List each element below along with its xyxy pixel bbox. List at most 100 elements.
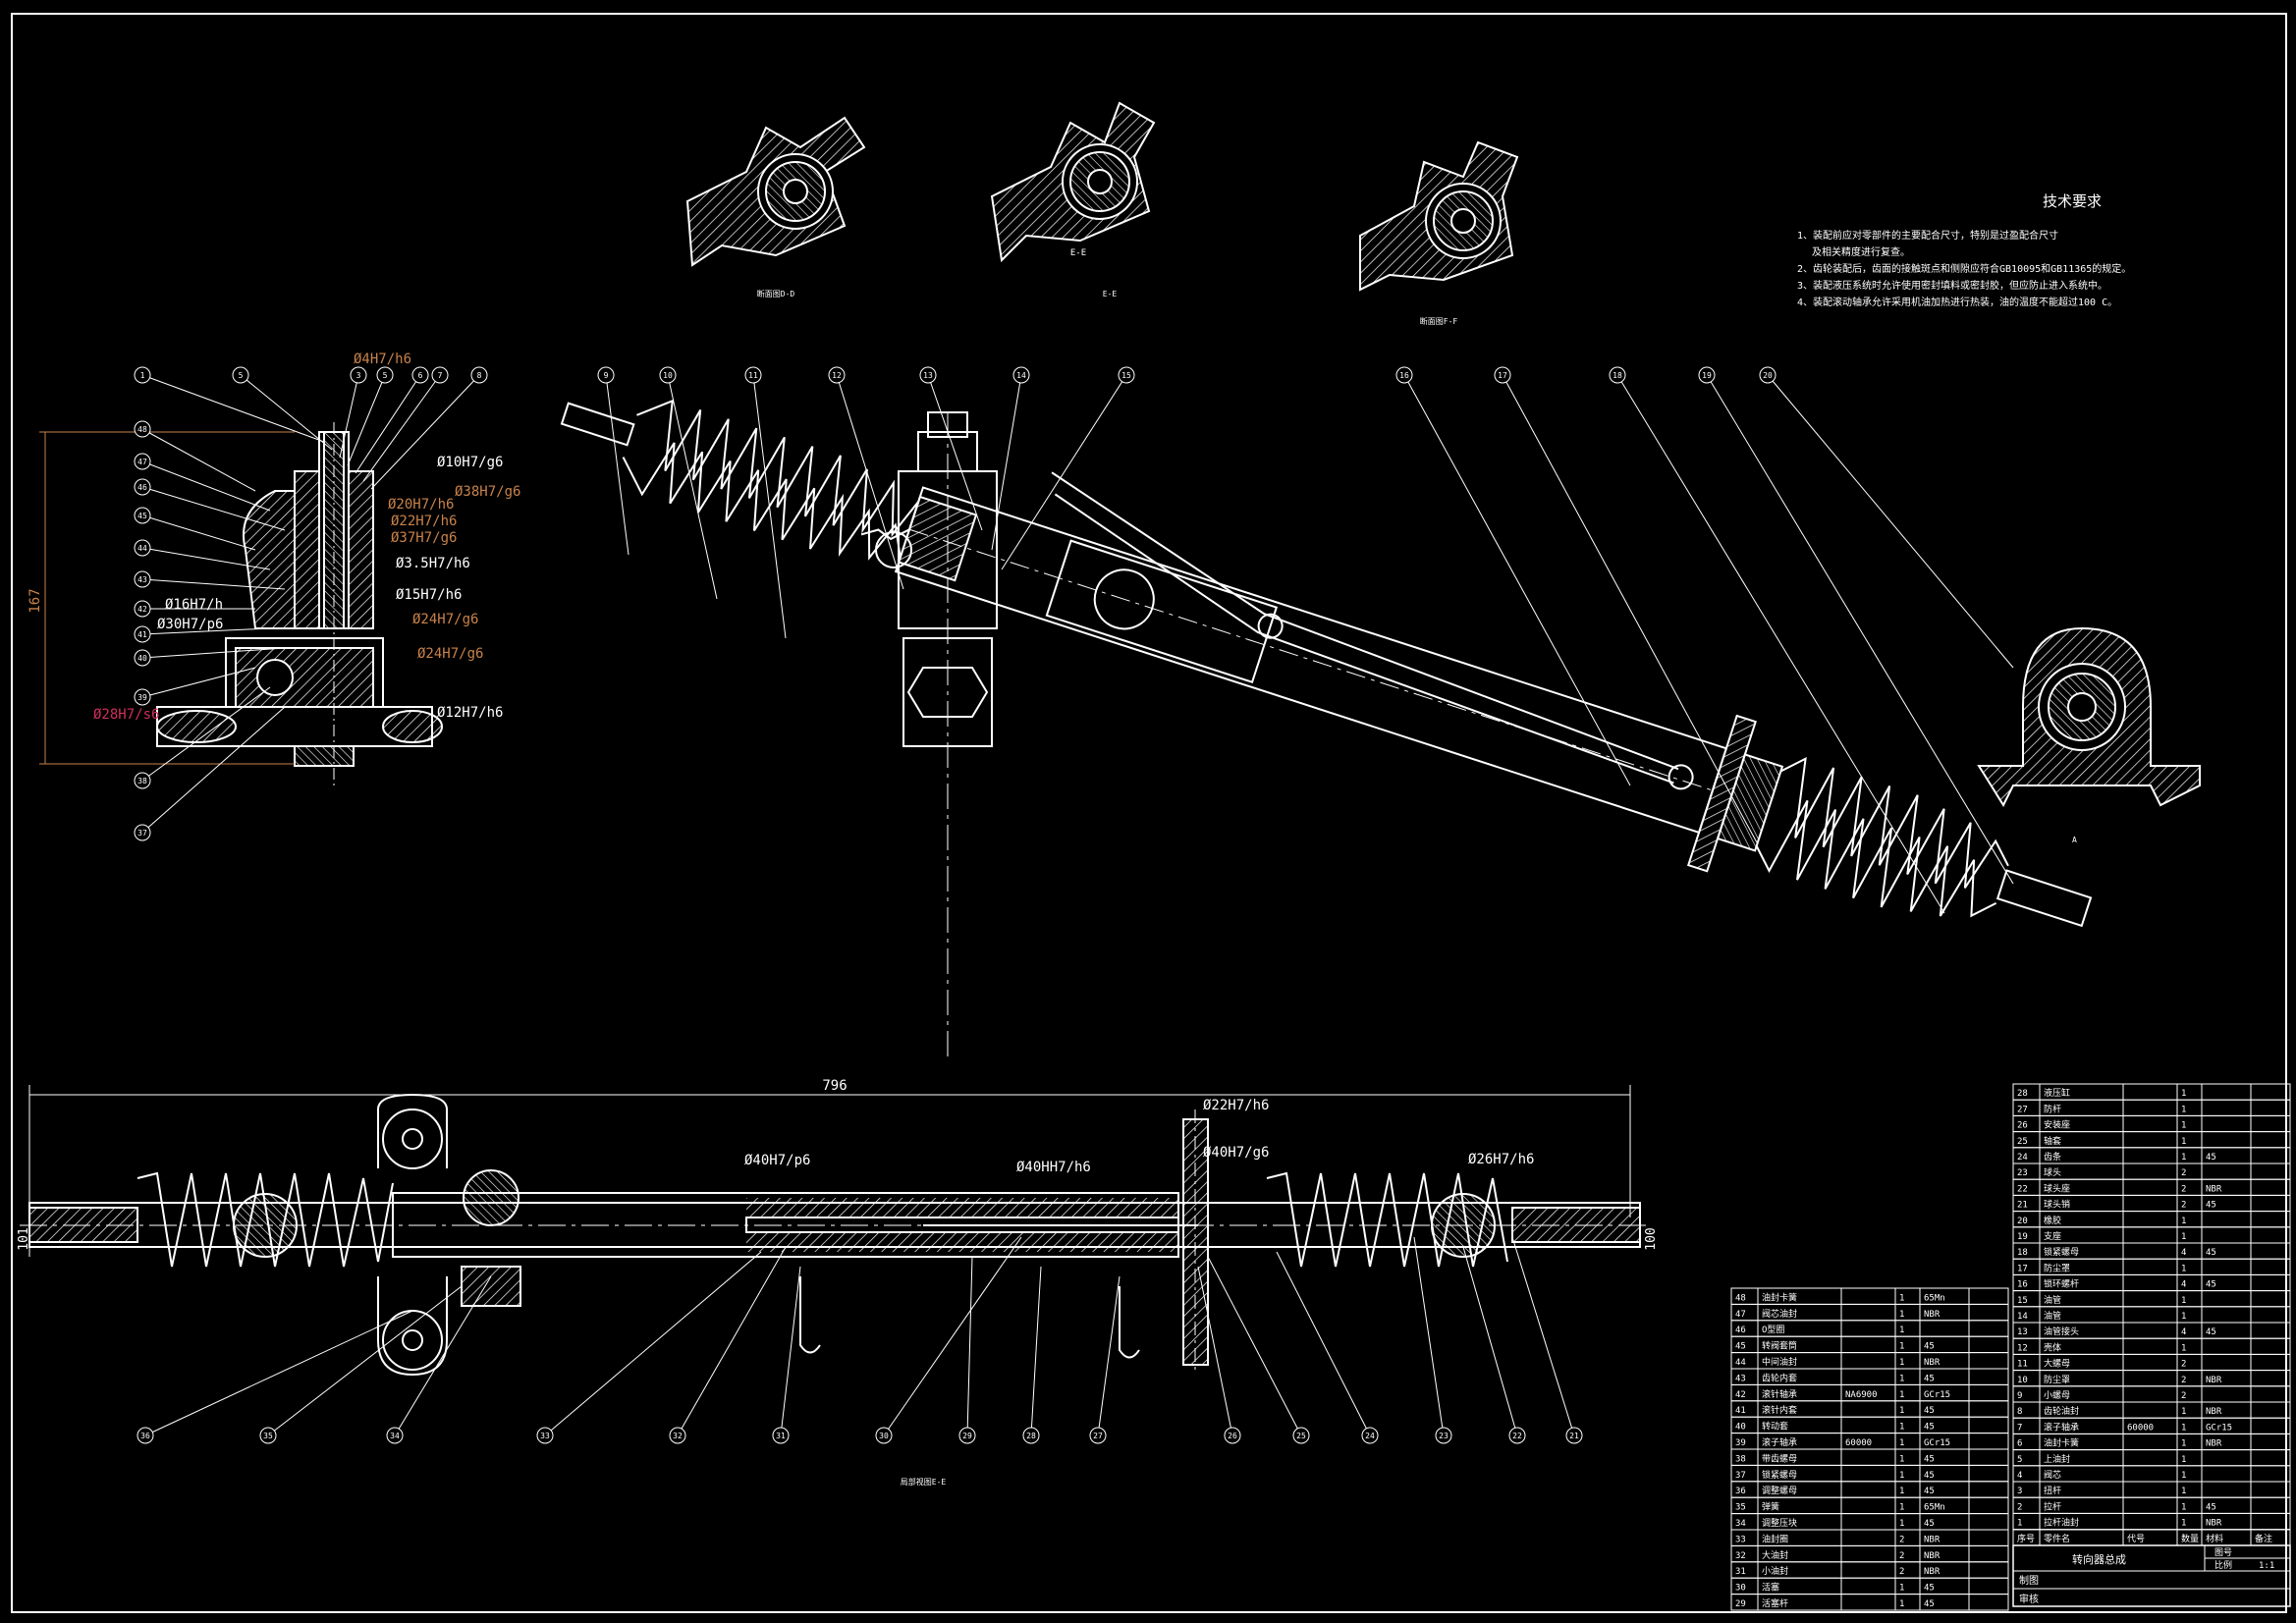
- fit-label: Ø40HH7/h6: [1016, 1160, 1091, 1175]
- balloon: 38: [134, 686, 271, 789]
- caption-a: A: [2072, 836, 2077, 844]
- fit-label: Ø10H7/g6: [437, 455, 503, 470]
- bom-cell: 转阀套筒: [1762, 1340, 1797, 1352]
- balloon-label: 6: [418, 371, 423, 380]
- balloon: 5: [232, 366, 333, 451]
- fit-label: Ø12H7/h6: [437, 705, 503, 721]
- tech-item: 及相关精度进行复查。: [1812, 245, 1910, 258]
- bom-cell: 球头: [2044, 1166, 2061, 1178]
- bom-cell: 锁紧螺母: [2044, 1246, 2079, 1258]
- bottom-fits: Ø22H7/h6 Ø40H7/g6 Ø40H7/p6 Ø40HH7/h6 Ø26…: [744, 1098, 1534, 1175]
- title-block-text: 1:1: [2259, 1561, 2274, 1571]
- bom-cell: NBR: [1924, 1551, 1941, 1561]
- bom-cell: 45: [1924, 1406, 1935, 1416]
- bom-cell: 球头座: [2044, 1182, 2070, 1194]
- balloon: 21: [1511, 1236, 1583, 1444]
- balloon-label: 9: [604, 371, 609, 380]
- bom-cell: 42: [1735, 1390, 1746, 1400]
- bom-cell: 1: [2181, 1455, 2186, 1465]
- bom-cell: 2: [1899, 1535, 1904, 1544]
- balloon-label: 37: [137, 829, 147, 838]
- fit-label: Ø22H7/h6: [391, 514, 457, 529]
- tech-item: 3、装配液压系统时允许使用密封填料或密封胶，但应防止进入系统中。: [1797, 279, 2107, 292]
- caption-dd: 断面图D-D: [757, 289, 795, 298]
- balloon: 7: [362, 366, 449, 482]
- dim-167: 167: [27, 588, 43, 613]
- balloon-label: 27: [1093, 1432, 1103, 1440]
- bom-cell: 30: [1735, 1584, 1746, 1594]
- balloon: 42: [134, 600, 255, 618]
- balloon: 14: [991, 366, 1030, 551]
- title-block-text: 制图: [2019, 1574, 2039, 1587]
- title-block-text: 比例: [2214, 1559, 2232, 1571]
- bom-cell: 13: [2017, 1327, 2028, 1337]
- balloon-label: 17: [1498, 371, 1507, 380]
- dim-796: 796: [822, 1078, 847, 1094]
- bom-cell: 橡胶: [2044, 1215, 2061, 1226]
- bom-cell: 45: [1735, 1342, 1746, 1352]
- bom-cell: 扭杆: [2044, 1485, 2061, 1496]
- balloon: 40: [134, 647, 286, 667]
- balloon: 31: [772, 1266, 801, 1444]
- balloon-label: 22: [1512, 1432, 1522, 1440]
- balloon-label: 13: [923, 371, 933, 380]
- bom-cell: 24: [2017, 1153, 2028, 1163]
- bom-cell: 带齿螺母: [1762, 1453, 1797, 1464]
- bom-cell: 阀芯: [2044, 1469, 2061, 1481]
- bom-cell: 1: [2181, 1264, 2186, 1273]
- bom-cell: 1: [2181, 1232, 2186, 1242]
- bom-cell: 2: [1899, 1567, 1904, 1577]
- bom-cell: 28: [2017, 1089, 2028, 1099]
- balloon-label: 47: [137, 458, 147, 466]
- bom-cell: 1: [1899, 1310, 1904, 1320]
- bom-cell: 22: [2017, 1184, 2028, 1194]
- bom-cell: 45: [2206, 1201, 2216, 1211]
- bom-cell: 弹簧: [1762, 1501, 1779, 1513]
- bom-cell: 1: [2181, 1089, 2186, 1099]
- bom-cell: 大油封: [1762, 1549, 1788, 1561]
- balloon-label: 29: [962, 1432, 972, 1440]
- caption-bottom: 局部视图E-E: [901, 1477, 947, 1487]
- main-assembly-view: [560, 399, 2093, 928]
- bom-cell: 8: [2017, 1407, 2022, 1417]
- bom-cell: 1: [2181, 1487, 2186, 1496]
- bom-cell: 1: [1899, 1342, 1904, 1352]
- balloon: 12: [828, 366, 904, 590]
- bom-cell: NA6900: [1845, 1390, 1878, 1400]
- bom-cell: O型圈: [1762, 1325, 1784, 1335]
- bom-cell: 23: [2017, 1168, 2028, 1178]
- bottom-section-view: [20, 1085, 1650, 1377]
- bom-cell: 齿条: [2044, 1151, 2061, 1163]
- bom-cell: 10: [2017, 1376, 2028, 1385]
- bom-cell: 数量: [2181, 1533, 2199, 1544]
- fit-label: Ø38H7/g6: [455, 484, 520, 500]
- balloon: 44: [134, 539, 271, 570]
- balloon: 33: [536, 1251, 762, 1444]
- section-view-dd: [685, 116, 866, 267]
- bom-cell: 65Mn: [1924, 1293, 1945, 1303]
- bom-cell: 43: [1735, 1374, 1746, 1383]
- bom-cell: 60000: [2127, 1423, 2154, 1433]
- balloon: 46: [134, 478, 286, 531]
- side-dimension: [39, 431, 295, 765]
- tech-item: 4、装配滚动轴承允许采用机油加热进行热装，油的温度不能超过100 C。: [1797, 296, 2117, 308]
- bom-cell: 39: [1735, 1438, 1746, 1448]
- balloon-label: 31: [776, 1432, 786, 1440]
- fit-label: Ø24H7/g6: [417, 646, 483, 662]
- bom-cell: 阀芯油封: [1762, 1308, 1797, 1320]
- sheet-border: [11, 13, 2287, 1613]
- bom-cell: 25: [2017, 1137, 2028, 1147]
- bom-cell: 45: [2206, 1502, 2216, 1512]
- bom-cell: 29: [1735, 1599, 1746, 1609]
- bom-cell: 滚针轴承: [1762, 1388, 1797, 1400]
- fit-label: Ø37H7/g6: [391, 530, 457, 546]
- bom-cell: 调整压块: [1762, 1517, 1797, 1529]
- fit-label: Ø22H7/h6: [1203, 1098, 1269, 1113]
- balloon: 39: [134, 667, 256, 706]
- bom-cell: NBR: [2206, 1439, 2222, 1449]
- bom-cell: 2: [2017, 1502, 2022, 1512]
- bom-cell: 45: [1924, 1599, 1935, 1609]
- caption-ee-top: E-E: [1070, 248, 1086, 258]
- bom-cell: NBR: [2206, 1519, 2222, 1529]
